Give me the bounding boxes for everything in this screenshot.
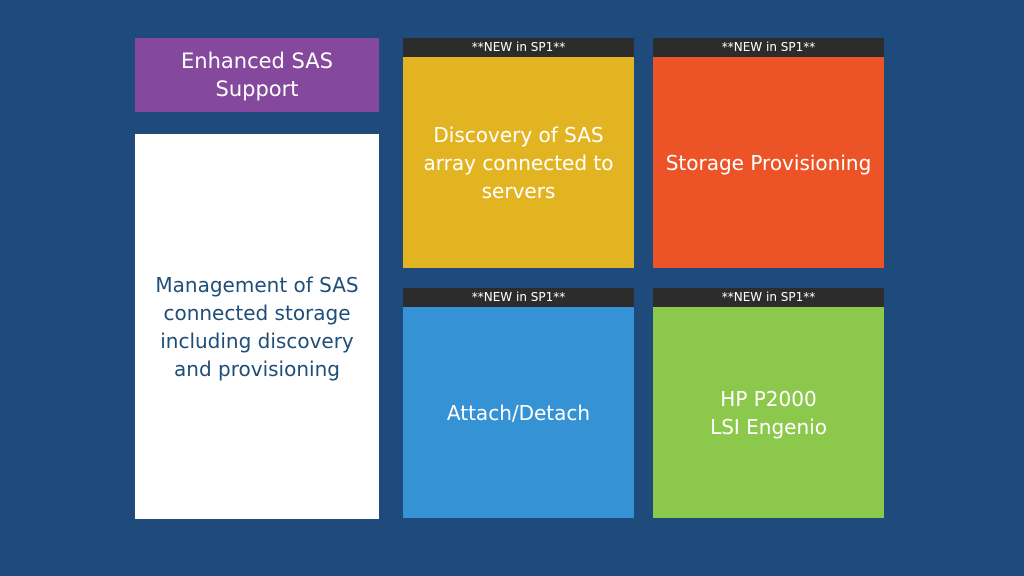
hardware-support-tile: HP P2000 LSI Engenio xyxy=(653,307,884,518)
enhanced-sas-support-tile: Enhanced SAS Support xyxy=(135,38,379,112)
new-in-sp1-badge: **NEW in SP1** xyxy=(653,38,884,57)
feature-hardware-support: **NEW in SP1** HP P2000 LSI Engenio xyxy=(653,288,884,518)
new-in-sp1-badge: **NEW in SP1** xyxy=(403,288,634,307)
storage-provisioning-text: Storage Provisioning xyxy=(665,150,872,175)
attach-detach-tile: Attach/Detach xyxy=(403,307,634,518)
attach-detach-text: Attach/Detach xyxy=(446,400,591,425)
new-in-sp1-badge: **NEW in SP1** xyxy=(653,288,884,307)
feature-attach-detach: **NEW in SP1** Attach/Detach xyxy=(403,288,634,518)
discovery-text: Discovery of SAS array connected to serv… xyxy=(423,122,614,203)
enhanced-sas-support-title: Enhanced SAS Support xyxy=(181,49,333,101)
feature-storage-provisioning: **NEW in SP1** Storage Provisioning xyxy=(653,38,884,268)
feature-discovery: **NEW in SP1** Discovery of SAS array co… xyxy=(403,38,634,268)
hardware-support-text: HP P2000 LSI Engenio xyxy=(710,386,827,439)
new-in-sp1-badge: **NEW in SP1** xyxy=(403,38,634,57)
storage-provisioning-tile: Storage Provisioning xyxy=(653,57,884,268)
management-description-text: Management of SAS connected storage incl… xyxy=(155,272,359,381)
discovery-tile: Discovery of SAS array connected to serv… xyxy=(403,57,634,268)
management-description-tile: Management of SAS connected storage incl… xyxy=(135,134,379,519)
